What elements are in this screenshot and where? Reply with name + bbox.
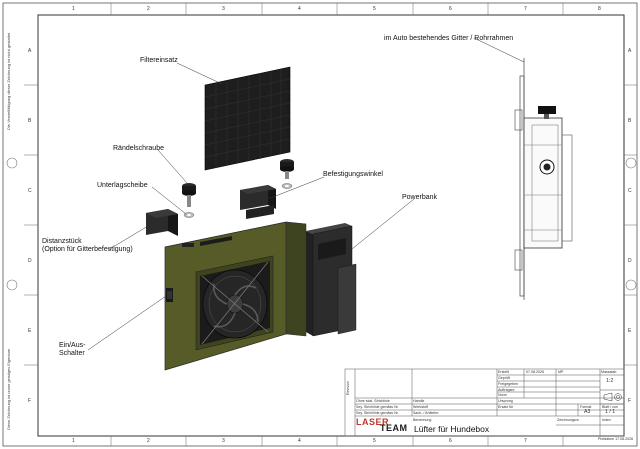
side-view [514,58,573,300]
label-spacer-option: (Option für Gitterbefestigung) [42,246,133,253]
mounting-bracket-right [240,185,276,219]
grid-row-e: E [28,328,32,334]
inner-frame [37,14,625,437]
grid-col-4: 4 [298,6,301,12]
grid-col-3: 3 [222,6,225,12]
tb-erstellt-date: 07.08.2026 [526,370,544,374]
grid-col-6-bottom: 6 [449,438,452,444]
leader-lines [87,37,525,351]
filter-insert [204,66,291,171]
centering-marks [6,157,637,291]
label-switch-2: Schalter [59,350,85,357]
washer-left [183,212,195,218]
label-filter-insert: Filtereinsatz [140,57,178,64]
grid-row-a: A [28,48,32,54]
edge-note-top: Die Vervielfältigung dieser Zeichnung is… [6,32,11,130]
tb-footer: Plotdatum 17.08.2026 [598,437,634,441]
tb-geprueft: Geprüft [498,376,510,380]
projection-symbol-icon [603,392,622,402]
grid-row-f: F [28,398,32,404]
label-spacer: Distanzstück [42,238,82,245]
grid-col-7-bottom: 7 [524,438,527,444]
tb-norm: Norm [498,393,507,397]
label-grille: im Auto bestehendes Gitter / Rohrrahmen [384,35,514,42]
grid-row-d: D [28,258,32,264]
powerbank [306,223,357,337]
label-powerbank: Powerbank [402,194,438,201]
laserteam-logo: LASER TEAM [356,417,408,434]
grid-row-f-right: F [628,398,632,404]
grid-col-2: 2 [147,6,150,12]
knurled-screw-right [280,159,294,179]
washer-right [281,183,293,189]
tb-massstab: 1:2 [606,378,614,384]
grid-row-b: B [28,118,32,124]
label-mounting-bracket: Befestigungswinkel [323,171,383,178]
grid-col-8: 8 [598,6,601,12]
grid-col-1-bottom: 1 [72,438,75,444]
tb-format: A3 [584,409,591,415]
tb-row-a: Sey. Strichlinie gemäss Nr. [356,405,399,409]
grid-row-d-right: D [628,258,632,264]
label-washer: Unterlagscheibe [97,182,148,189]
tb-index-label: Index [602,418,611,422]
grid-row-c-right: C [628,188,632,194]
grid-col-1: 1 [72,6,75,12]
grid-col-3-bottom: 3 [222,438,225,444]
zone-ticks [24,3,637,446]
tb-blatt-label: Blatt / von [602,405,618,409]
logo-team: TEAM [380,423,408,433]
tb-revision-tag: Revision [346,381,350,395]
tb-werkstoff: Werkstoff [413,405,429,409]
tb-title: Lüfter für Hundebox [414,424,490,434]
grid-col-5: 5 [373,6,376,12]
tb-ersatz: Ersatz für [498,405,514,409]
tb-row-b: Sey. Strichlinie gemäss Nr. [356,411,399,415]
knurled-screw-left [182,183,196,207]
tb-format-label: Format [580,405,592,409]
tb-ohne-skal: Ohne skal. Strichlinie [356,399,390,403]
tb-erstellt-by: MP [558,370,564,374]
grid-col-7: 7 [524,6,527,12]
grid-col-5-bottom: 5 [373,438,376,444]
fan-housing [164,221,307,371]
label-knurled-screw: Rändelschraube [113,145,164,152]
tb-freigegeben: Freigegeben [498,382,519,386]
logo-laser: LASER [356,417,390,427]
tb-blatt: 1 / 1 [605,409,616,415]
grid-row-c: C [28,188,32,194]
grid-row-b-right: B [628,118,632,124]
label-switch: Ein/Aus- [59,342,86,349]
tb-benennung-label: Benennung [413,418,432,422]
tb-auftrag: Auftragsnr. [498,388,516,392]
tb-handle: Handle [413,399,425,403]
grid-col-2-bottom: 2 [147,438,150,444]
edge-note-bottom: Diese Zeichnung ist unser geistiges Eige… [6,348,11,430]
grid-row-e-right: E [628,328,632,334]
tb-massstab-label: Massstab [601,370,617,374]
tb-erstellt-label: Erstellt [498,370,509,374]
grid-col-4-bottom: 4 [298,438,301,444]
grid-row-a-right: A [628,48,632,54]
mounting-bracket-left [146,209,178,236]
tb-ursprung: Ursprung [498,399,513,403]
tb-zeichnungsnr: Zeichnungsnr. [557,418,580,422]
title-block-grid [344,368,625,437]
grid-col-6: 6 [449,6,452,12]
tb-sach: Sach- / Artikelnr. [413,411,440,415]
